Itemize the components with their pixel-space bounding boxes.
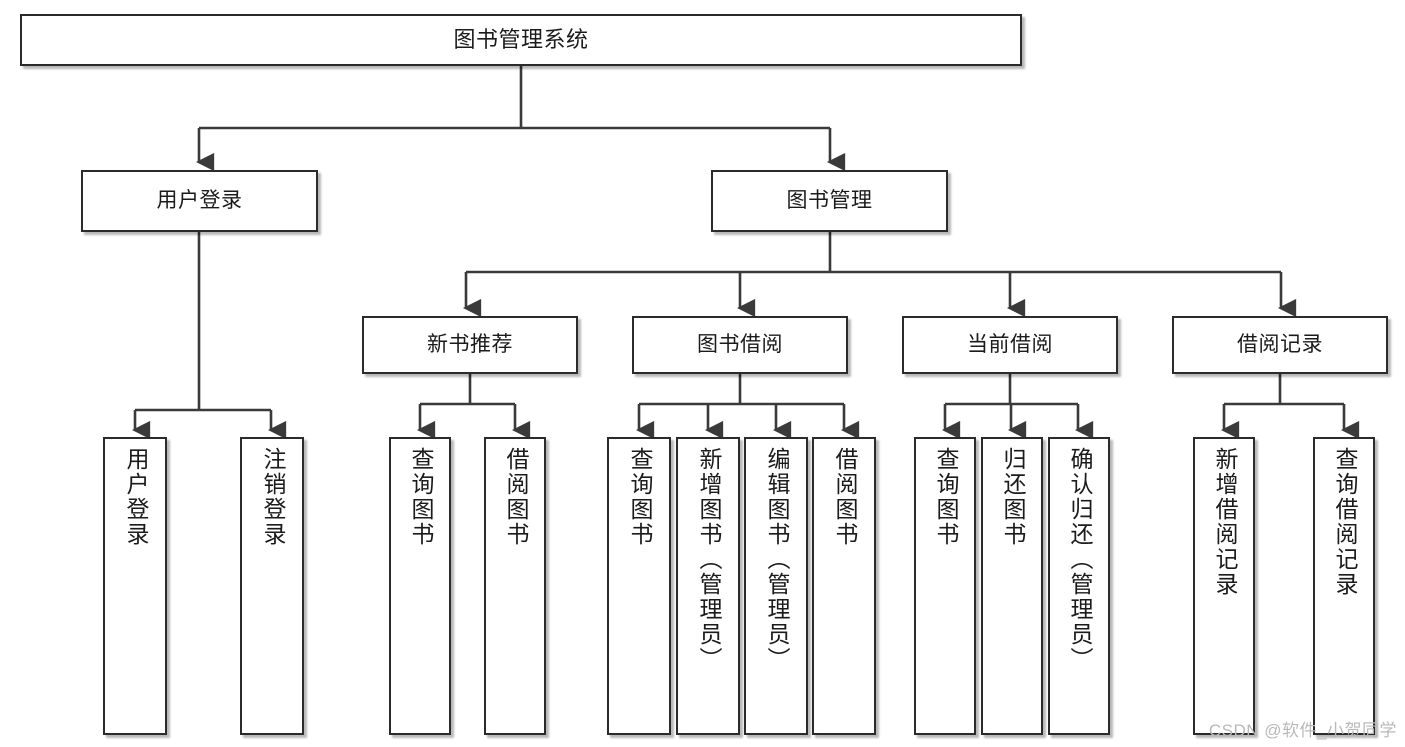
node-leaf-query-book-1-label: 查询图书: [407, 447, 434, 547]
node-current-borrow[interactable]: 当前借阅: [902, 316, 1118, 374]
node-leaf-user-login[interactable]: 用户登录: [103, 437, 167, 735]
node-leaf-borrow-book-2-label: 借阅图书: [831, 447, 858, 547]
node-book-borrow-label: 图书借阅: [697, 333, 783, 357]
node-leaf-borrow-book-1-label: 借阅图书: [502, 447, 529, 547]
node-leaf-confirm-return-label: 确认归还（管理员）: [1066, 447, 1093, 672]
watermark: CSDN @软件_小贺同学: [1208, 721, 1397, 740]
node-leaf-confirm-return[interactable]: 确认归还（管理员）: [1048, 437, 1110, 735]
node-leaf-add-record-label: 新增借阅记录: [1211, 447, 1238, 597]
node-leaf-logout-login[interactable]: 注销登录: [240, 437, 304, 735]
node-borrow-record-label: 借阅记录: [1237, 333, 1323, 357]
node-leaf-query-book-1[interactable]: 查询图书: [389, 437, 451, 735]
node-book-manage-label: 图书管理: [786, 189, 873, 213]
node-leaf-add-book-label: 新增图书（管理员）: [695, 447, 722, 672]
node-root[interactable]: 图书管理系统: [20, 14, 1022, 66]
node-book-manage[interactable]: 图书管理: [711, 170, 948, 232]
node-leaf-borrow-book-2[interactable]: 借阅图书: [812, 437, 876, 735]
node-leaf-logout-login-label: 注销登录: [259, 447, 286, 547]
node-leaf-query-record[interactable]: 查询借阅记录: [1313, 437, 1375, 735]
node-leaf-edit-book-label: 编辑图书（管理员）: [763, 447, 790, 672]
node-leaf-edit-book[interactable]: 编辑图书（管理员）: [744, 437, 808, 735]
node-borrow-record[interactable]: 借阅记录: [1172, 316, 1388, 374]
node-leaf-return-book[interactable]: 归还图书: [981, 437, 1043, 735]
node-user-login[interactable]: 用户登录: [81, 170, 318, 232]
node-new-book-recommend-label: 新书推荐: [427, 333, 513, 357]
node-leaf-query-book-3[interactable]: 查询图书: [914, 437, 976, 735]
node-current-borrow-label: 当前借阅: [967, 333, 1053, 357]
node-new-book-recommend[interactable]: 新书推荐: [362, 316, 578, 374]
node-leaf-add-book[interactable]: 新增图书（管理员）: [676, 437, 740, 735]
node-user-login-label: 用户登录: [156, 189, 243, 213]
node-root-label: 图书管理系统: [453, 26, 589, 52]
node-leaf-query-record-label: 查询借阅记录: [1331, 447, 1358, 597]
node-leaf-query-book-2-label: 查询图书: [626, 447, 653, 547]
node-leaf-borrow-book-1[interactable]: 借阅图书: [484, 437, 546, 735]
node-book-borrow[interactable]: 图书借阅: [632, 316, 848, 374]
node-leaf-add-record[interactable]: 新增借阅记录: [1193, 437, 1255, 735]
node-leaf-query-book-2[interactable]: 查询图书: [607, 437, 671, 735]
node-leaf-query-book-3-label: 查询图书: [932, 447, 959, 547]
node-leaf-return-book-label: 归还图书: [999, 447, 1026, 547]
node-leaf-user-login-label: 用户登录: [122, 447, 149, 547]
